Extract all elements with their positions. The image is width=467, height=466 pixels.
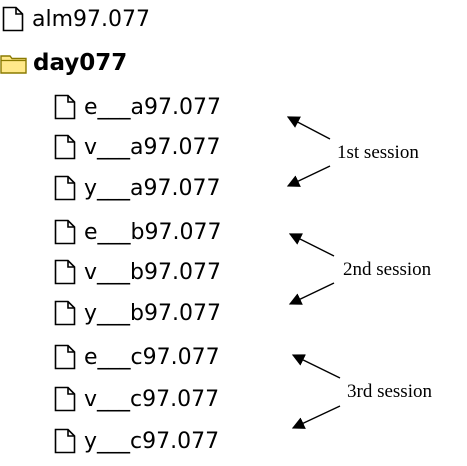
file-icon: [54, 344, 76, 370]
tree-item-child-8[interactable]: v___c97.077: [54, 380, 219, 418]
file-icon: [54, 175, 76, 201]
tree-item-child-5[interactable]: v___b97.077: [54, 253, 221, 291]
file-name: alm97.077: [32, 6, 151, 32]
tree-item-child-1[interactable]: e___a97.077: [54, 88, 221, 126]
file-icon: [54, 259, 76, 285]
file-name: e___a97.077: [84, 94, 221, 120]
file-name: e___b97.077: [84, 219, 222, 245]
file-icon: [54, 94, 76, 120]
tree-item-child-2[interactable]: v___a97.077: [54, 128, 220, 166]
tree-item-child-9[interactable]: y___c97.077: [54, 422, 219, 460]
file-icon: [54, 428, 76, 454]
file-name: e___c97.077: [84, 344, 220, 370]
tree-item-child-3[interactable]: y___a97.077: [54, 169, 220, 207]
arrow-1st-session-lower: [286, 165, 331, 187]
session-label-3: 3rd session: [347, 381, 432, 402]
tree-item-child-6[interactable]: y___b97.077: [54, 294, 221, 332]
arrow-3rd-session-lower: [291, 405, 341, 429]
file-name: v___c97.077: [84, 386, 220, 412]
file-name: y___a97.077: [84, 175, 221, 201]
arrow-3rd-session-upper: [291, 354, 341, 379]
file-name: v___a97.077: [84, 134, 221, 160]
arrow-1st-session-upper: [286, 116, 331, 140]
tree-item-folder-day077[interactable]: day077: [0, 44, 127, 82]
file-icon: [54, 134, 76, 160]
tree-item-child-7[interactable]: e___c97.077: [54, 338, 220, 376]
tree-item-child-4[interactable]: e___b97.077: [54, 213, 221, 251]
file-name: y___b97.077: [84, 300, 221, 326]
session-label-2: 2nd session: [343, 259, 432, 280]
tree-item-alm[interactable]: alm97.077: [2, 0, 150, 38]
session-label-1: 1st session: [337, 142, 419, 163]
file-icon: [2, 6, 24, 32]
file-name: y___c97.077: [84, 428, 220, 454]
file-icon: [54, 386, 76, 412]
folder-icon: [0, 55, 27, 74]
arrow-2nd-session-lower: [288, 282, 335, 305]
folder-name: day077: [33, 50, 128, 76]
file-icon: [54, 300, 76, 326]
arrow-2nd-session-upper: [288, 233, 335, 257]
file-icon: [54, 219, 76, 245]
file-name: v___b97.077: [84, 259, 221, 285]
